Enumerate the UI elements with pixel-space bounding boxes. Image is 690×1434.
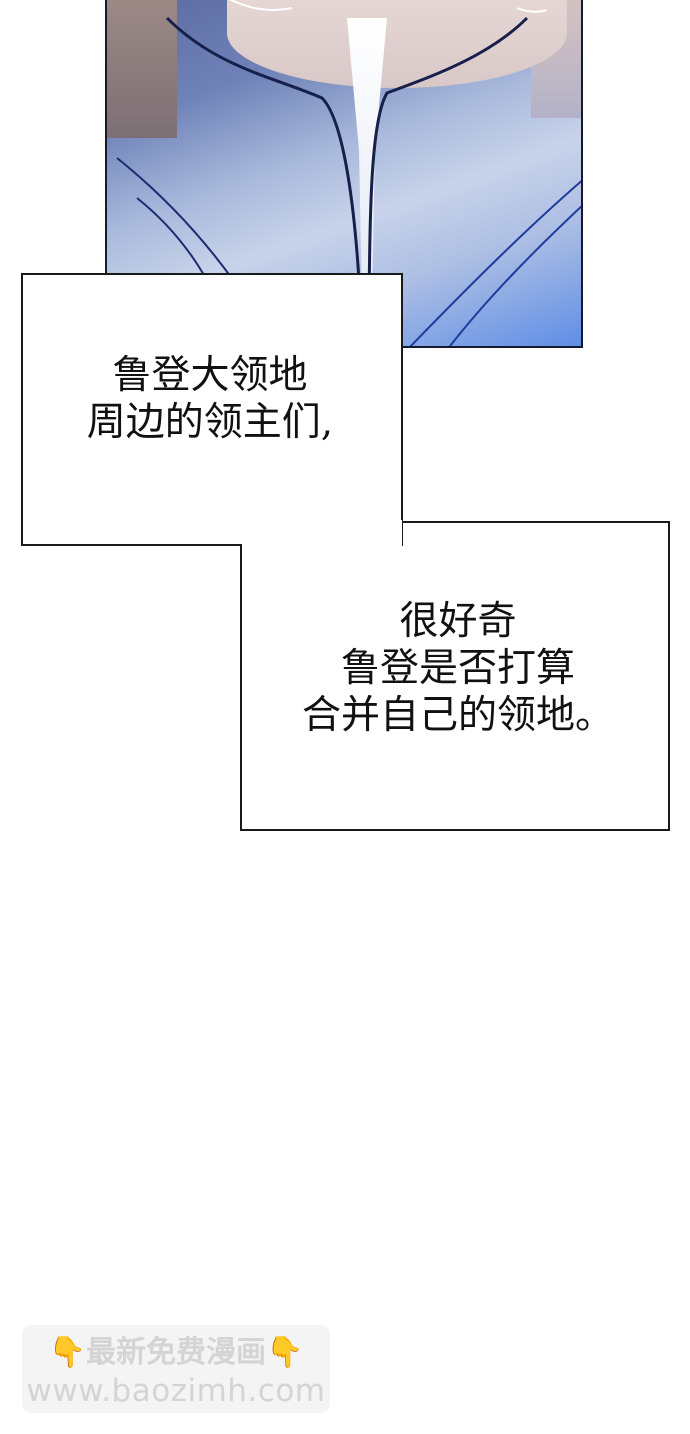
caption-box-2 (240, 521, 670, 831)
watermark-title: 最新免费漫画 (86, 1335, 266, 1370)
watermark-banner[interactable]: 👇最新免费漫画👇 www.baozimh.com (22, 1325, 330, 1413)
caption-line: 鲁登大领地 (112, 353, 308, 398)
pointing-down-hand-icon: 👇 (266, 1335, 304, 1370)
caption-line: 很好奇 (399, 599, 517, 644)
caption-text-1: 鲁登大领地 周边的领主们, (40, 352, 380, 446)
watermark-title-row: 👇最新免费漫画👇 (22, 1333, 330, 1373)
neck-skin (227, 0, 567, 88)
caption-line: 合并自己的领地。 (301, 693, 614, 738)
caption-join (242, 520, 402, 548)
hair-left (107, 0, 177, 138)
watermark-url[interactable]: www.baozimh.com (26, 1373, 326, 1409)
line-art (116, 0, 581, 346)
caption-text-2: 很好奇 鲁登是否打算 合并自己的领地。 (258, 598, 658, 739)
caption-line: 周边的领主们, (86, 400, 334, 445)
caption-line: 鲁登是否打算 (340, 646, 575, 691)
caption-box-1 (21, 273, 403, 546)
pointing-down-hand-icon: 👇 (48, 1335, 86, 1370)
